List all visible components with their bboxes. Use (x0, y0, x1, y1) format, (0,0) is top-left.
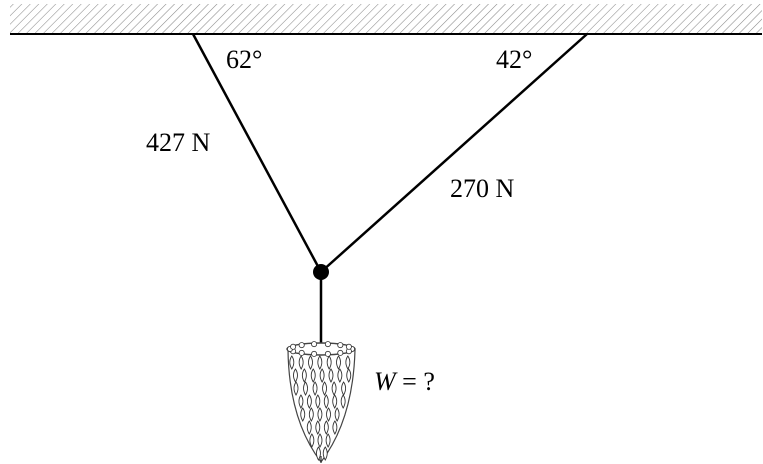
crystal-drop (315, 394, 321, 409)
crystal-drop (310, 368, 316, 383)
crystal-drop (319, 368, 325, 383)
crystal-drop (322, 381, 328, 396)
rim-bead (298, 342, 305, 349)
chandelier-crystals (289, 355, 352, 461)
rim-bead (345, 343, 352, 350)
crystal-drop (326, 407, 331, 422)
chandelier-body (287, 349, 356, 463)
crystal-drop (323, 394, 329, 409)
right-force-label: 270 N (450, 174, 515, 203)
ceiling (10, 4, 762, 35)
left-force-label: 427 N (146, 128, 211, 157)
crystal-drop (301, 368, 307, 383)
rim-bead (324, 350, 331, 357)
crystal-drop (322, 446, 328, 461)
crystal-drop (308, 355, 313, 370)
weight-symbol: W (374, 367, 398, 396)
knot-point (313, 264, 329, 280)
crystal-drop (289, 355, 295, 370)
crystal-drop (332, 420, 338, 435)
crystal-drop (346, 368, 352, 383)
crystal-drop (325, 433, 331, 448)
crystal-drop (341, 381, 347, 396)
crystal-drop (323, 420, 329, 435)
rim-bead (324, 341, 331, 348)
crystal-drop (298, 355, 304, 370)
crystal-drop (293, 381, 299, 396)
crystal-drop (303, 381, 308, 396)
crystal-drop (306, 394, 312, 409)
crystal-drop (316, 446, 321, 461)
crystal-drop (306, 420, 312, 435)
rim-bead (311, 350, 318, 357)
crystal-drop (336, 355, 341, 370)
ceiling-hatch (10, 4, 762, 34)
crystal-drop (317, 355, 323, 370)
chandelier-rim (286, 342, 356, 356)
crystal-drop (308, 407, 314, 422)
right-angle-label: 42° (496, 45, 532, 74)
chandelier (286, 341, 356, 463)
weight-unknown: = ? (396, 367, 435, 396)
crystal-drop (345, 355, 351, 370)
crystal-drop (300, 407, 306, 422)
crystal-drop (337, 368, 343, 383)
chandelier-rim-beads (286, 341, 355, 357)
crystal-drop (326, 355, 332, 370)
rim-bead (298, 349, 305, 356)
rim-bead (311, 341, 318, 348)
crystal-drop (340, 394, 346, 409)
crystal-drop (309, 433, 315, 448)
crystal-drop (317, 433, 323, 448)
rim-bead (290, 343, 297, 350)
left-rope (191, 33, 323, 273)
crystal-drop (317, 407, 323, 422)
crystal-drop (312, 381, 318, 396)
rim-bead (337, 349, 344, 356)
crystal-drop (332, 394, 338, 409)
rim-bead (337, 342, 344, 349)
weight-label: W = ? (374, 367, 435, 396)
crystal-drop (293, 368, 298, 383)
crystal-drop (328, 368, 334, 383)
crystal-drop (315, 420, 321, 435)
right-rope (320, 33, 588, 273)
left-angle-label: 62° (226, 45, 262, 74)
crystal-drop (298, 394, 304, 409)
crystal-drop (334, 407, 340, 422)
crystal-drop (331, 381, 337, 396)
